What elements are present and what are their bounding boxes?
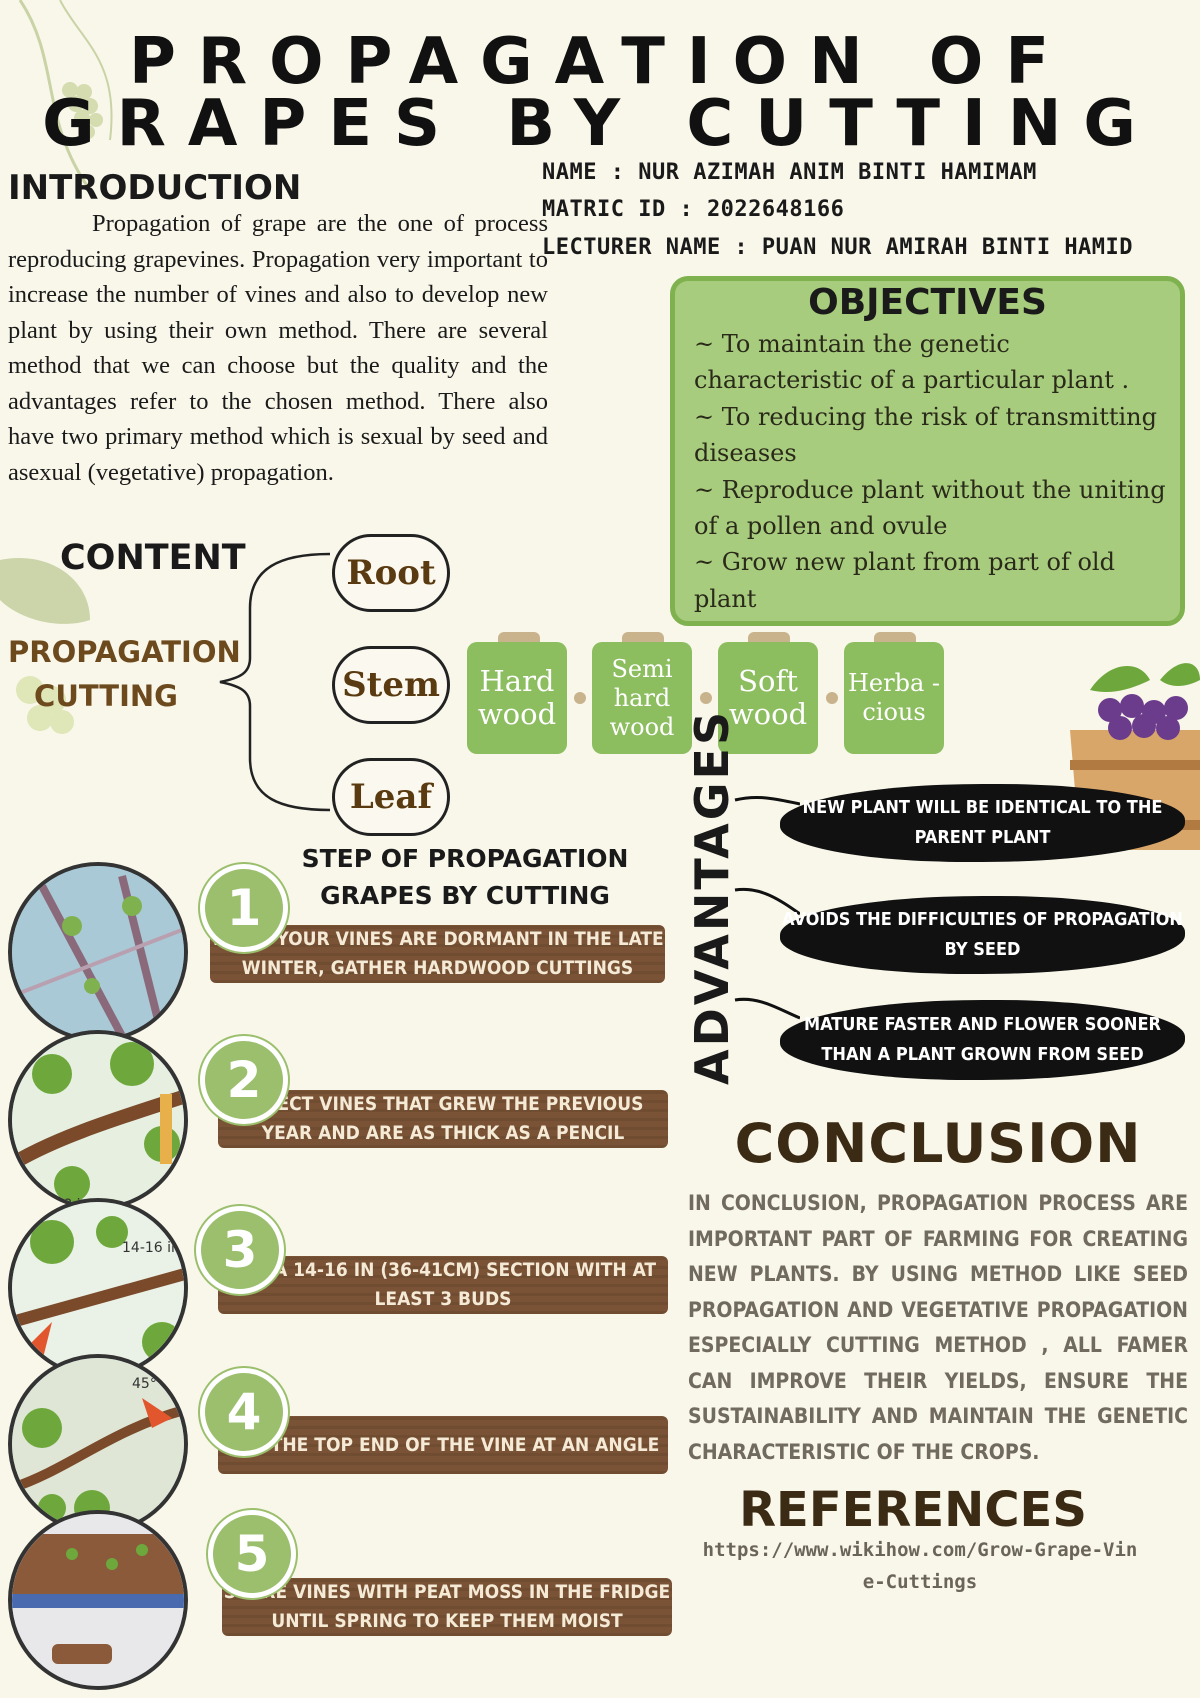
conclusion-text: IN CONCLUSION, PROPAGATION PROCESS ARE I… [688,1191,1188,1464]
step-4-text: CUT THE TOP END OF THE VINE AT AN ANGLE [218,1416,668,1474]
grape-vine-decoration [18,0,113,191]
step-5-number: 5 [208,1510,296,1598]
step-1-image [8,862,188,1042]
leaf-decoration [0,558,90,734]
step-5-image [8,1510,188,1690]
conclusion-heading: CONCLUSION [734,1112,1142,1175]
branch-label-line1: PROPAGATION [8,635,241,669]
step-3-measure: 14-16 in [122,1240,180,1256]
lecturer-name: LECTURER NAME : PUAN NUR AMIRAH BINTI HA… [542,235,1134,260]
step-4-angle: 45° [132,1376,157,1392]
reference-link[interactable]: https://www.wikihow.com/Grow-Grape-Vine-… [702,1539,1138,1593]
steps-heading: STEP OF PROPAGATION GRAPES BY CUTTING [301,844,629,910]
page-title-line2: GRAPES BY CUTTING [42,87,1158,161]
step-3-image: 14-16 in [8,1198,188,1378]
stem-type-semi-hardwood: Semi hard wood [592,642,692,754]
part-stem: Stem [332,646,450,724]
step-2-text: SELECT VINES THAT GREW THE PREVIOUS YEAR… [218,1090,668,1148]
advantage-item: AVOIDS THE DIFFICULTIES OF PROPAGATION B… [780,896,1185,974]
propagation-cutting-label: PROPAGATION CUTTING [8,630,241,718]
step-1-number: 1 [200,864,288,952]
introduction-heading: INTRODUCTION [8,168,302,208]
objective-item: ~ To reducing the risk of transmitting d… [694,402,1157,468]
connector-dot [826,692,838,704]
step-3-text: CUT A 14-16 IN (36-41CM) SECTION WITH AT… [218,1256,668,1314]
step-4-image: 45° [8,1354,188,1534]
stem-type-herbaceous: Herba - cious [844,642,944,754]
step-4-number: 4 [200,1368,288,1456]
objectives-list: ~ To maintain the genetic characteristic… [694,326,1174,617]
advantage-item: NEW PLANT WILL BE IDENTICAL TO THE PAREN… [780,784,1185,862]
step-2-image: 1/4-3/8 in [8,1030,188,1210]
stem-type-hardwood: Hard wood [467,642,567,754]
step-2-number: 2 [200,1036,288,1124]
step-1-text: WHEN YOUR VINES ARE DORMANT IN THE LATE … [210,925,665,983]
objective-item: ~ Reproduce plant without the uniting of… [694,475,1166,541]
branch-label-line2: CUTTING [34,679,178,713]
content-brace [219,552,331,812]
step-3-number: 3 [196,1206,284,1294]
student-name: NAME : NUR AZIMAH ANIM BINTI HAMIMAM [542,160,1037,185]
matric-id: MATRIC ID : 2022648166 [542,197,845,222]
stem-type-softwood: Soft wood [718,642,818,754]
references-heading: REFERENCES [739,1482,1087,1538]
objective-item: ~ Grow new plant from part of old plant [694,548,1115,613]
part-leaf: Leaf [332,758,450,836]
content-heading: CONTENT [60,538,246,578]
objectives-heading: OBJECTIVES [808,282,1047,323]
objectives-box [670,276,1185,626]
connector-dot [574,692,586,704]
part-root: Root [332,534,450,612]
page-title-line1: PROPAGATION OF [128,25,1072,99]
step-5-text: STORE VINES WITH PEAT MOSS IN THE FRIDGE… [222,1578,672,1636]
introduction-text: Propagation of grape are the one of proc… [8,210,548,486]
advantage-item: MATURE FASTER AND FLOWER SOONER THAN A P… [780,1000,1185,1080]
connector-dot [700,692,712,704]
objective-item: ~ To maintain the genetic characteristic… [694,330,1130,395]
